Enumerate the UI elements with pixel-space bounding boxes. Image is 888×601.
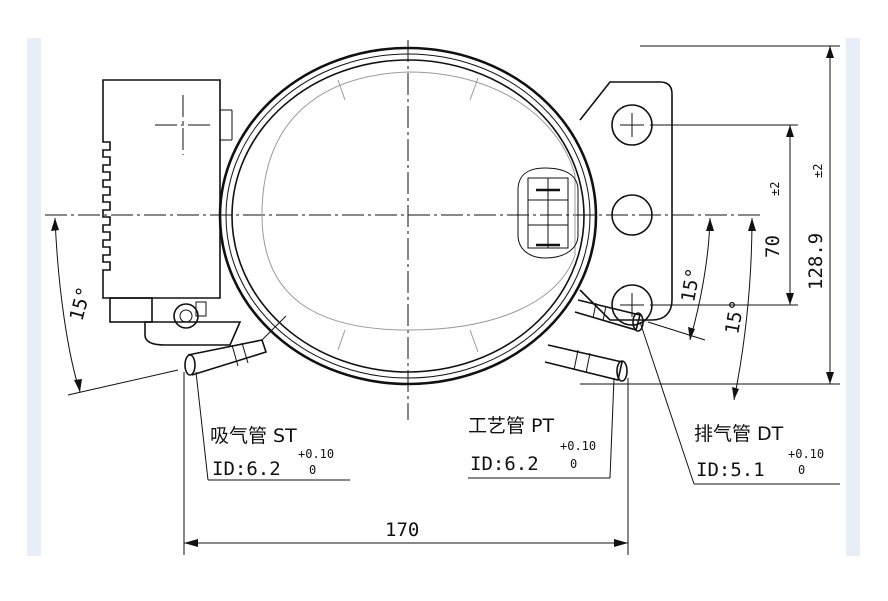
right-mounting-bracket	[579, 81, 673, 326]
suction-id-label: ID:6.2	[212, 458, 281, 480]
suction-pipe-label: 吸气管 ST	[210, 425, 297, 447]
width-dimension	[183, 372, 629, 555]
angle-arcs	[51, 217, 756, 401]
total-height-label: 128.9	[805, 233, 827, 290]
discharge-pipe-drawing	[574, 299, 644, 332]
discharge-id-label: ID:5.1	[696, 459, 765, 481]
mount-hole-middle	[611, 194, 653, 236]
suction-tol-lower: 0	[309, 463, 316, 477]
suction-pipe-drawing	[184, 315, 287, 376]
process-pipe-drawing	[544, 344, 628, 382]
discharge-pipe-label: 排气管 DT	[694, 423, 784, 445]
process-tol-lower: 0	[570, 457, 577, 471]
discharge-tol-upper: +0.10	[788, 447, 824, 461]
discharge-tol-lower: 0	[798, 463, 805, 477]
hole-spacing-label: 70	[762, 235, 784, 258]
right-scroll-strip	[846, 38, 860, 556]
hole-spacing-tol: ±2	[768, 182, 782, 196]
angle-left-label: 15°	[66, 284, 96, 323]
left-mounting-foot	[144, 301, 242, 346]
terminal-block	[517, 167, 579, 259]
process-id-label: ID:6.2	[470, 453, 539, 475]
suction-tol-upper: +0.10	[298, 447, 334, 461]
left-scroll-strip	[27, 38, 41, 556]
process-tol-upper: +0.10	[560, 439, 596, 453]
leader-lines	[195, 321, 840, 485]
right-dimension-lines	[580, 45, 840, 385]
total-height-tol: ±2	[811, 164, 825, 178]
process-pipe-label: 工艺管 PT	[468, 415, 554, 437]
electrical-box	[102, 79, 233, 323]
width-dim-label: 170	[385, 519, 419, 541]
